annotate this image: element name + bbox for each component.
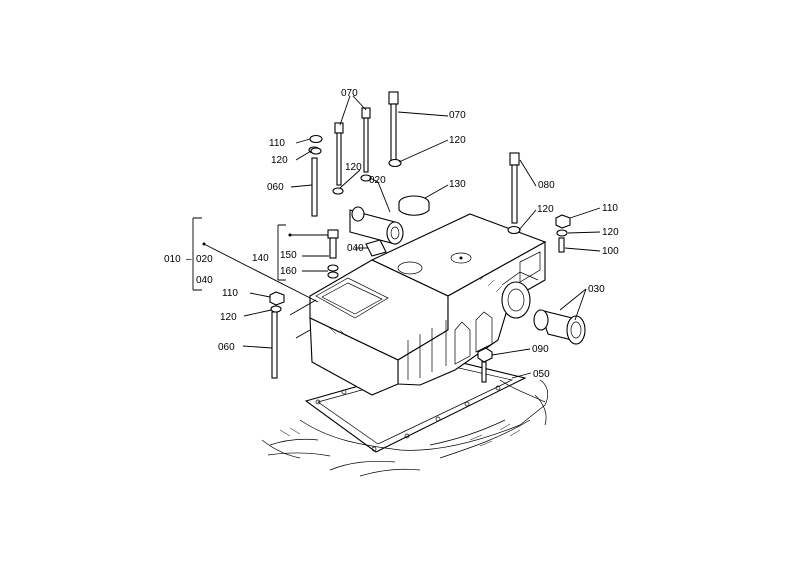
callout-020-top: 020: [369, 175, 386, 186]
callout-070-c: 070: [449, 110, 466, 121]
callout-140: 140: [252, 253, 269, 264]
callout-020: 020: [196, 254, 213, 265]
callout-120-c: 120: [537, 204, 554, 215]
sensor-150: [327, 229, 339, 279]
engine-block-background: [261, 379, 549, 477]
callout-050: 050: [533, 369, 550, 380]
callout-120-d: 120: [602, 227, 619, 238]
bolt-080: [509, 152, 520, 224]
callout-100: 100: [602, 246, 619, 257]
bolt-060-upper: [308, 146, 320, 217]
callout-110-b: 110: [602, 203, 618, 214]
callout-120-f: 120: [345, 162, 362, 173]
bolt-070-left: [334, 122, 344, 186]
svg-text:–: –: [186, 254, 192, 265]
callout-120-a: 120: [271, 155, 288, 166]
pipe-030: [533, 309, 586, 345]
callout-160: 160: [280, 266, 297, 277]
callout-090: 090: [532, 344, 549, 355]
pipe-020: [349, 206, 404, 245]
callout-110-a: 110: [269, 138, 285, 149]
callout-040-b: 040: [196, 275, 213, 286]
callout-060-b: 060: [218, 342, 235, 353]
leader-lines: [192, 95, 601, 379]
callout-labels: 070 070 110 120 060 120 120 020 130 080 …: [164, 88, 619, 380]
housing-body: [309, 213, 547, 396]
cap-130: [398, 195, 430, 216]
bolt-090: [477, 347, 493, 383]
callout-120-e: 120: [220, 312, 237, 323]
bolt-060-lower: [271, 311, 278, 379]
callout-030: 030: [588, 284, 605, 295]
bolt-070-middle: [361, 107, 371, 173]
callout-120-b: 120: [449, 135, 466, 146]
callout-080: 080: [538, 180, 555, 191]
callout-110-c: 110: [222, 288, 238, 299]
plug-040: [365, 239, 387, 257]
callout-070-a: 070: [341, 88, 358, 99]
bolt-070-right: [388, 91, 399, 161]
callout-130: 130: [449, 179, 466, 190]
callout-040-a: 040: [347, 243, 364, 254]
callout-150: 150: [280, 250, 297, 261]
washers-nuts: [269, 134, 571, 313]
callout-010: 010: [164, 254, 181, 265]
callout-060-a: 060: [267, 182, 284, 193]
